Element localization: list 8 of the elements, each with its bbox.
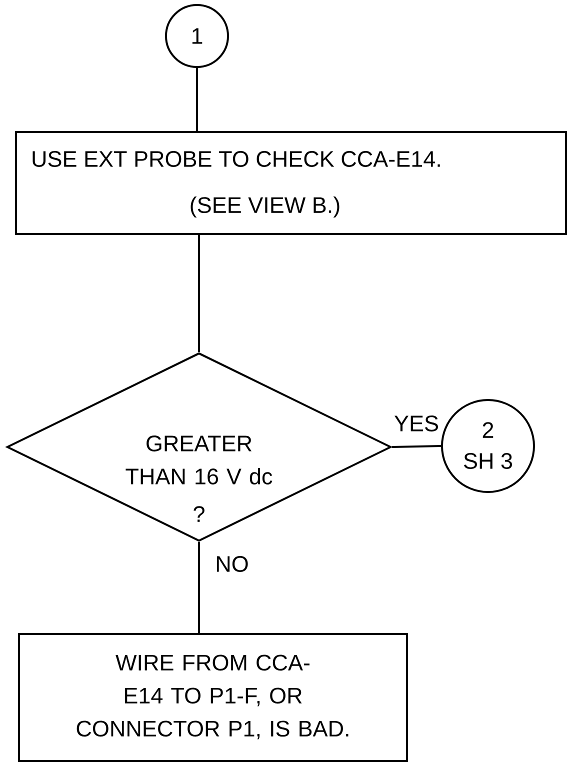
connector-line [198,235,200,352]
process-box: USE EXT PROBE TO CHECK CCA-E14. (SEE VIEW B.) [15,131,567,235]
edge-label: YES [394,416,438,432]
process-box: WIRE FROM CCA-E14 TO P1-F, OR CONNECTOR P1, IS BAD. [18,633,408,762]
connector-line [392,445,442,448]
connector-line [198,542,200,633]
edge-label: NO [216,556,248,572]
connector-line [196,68,198,131]
